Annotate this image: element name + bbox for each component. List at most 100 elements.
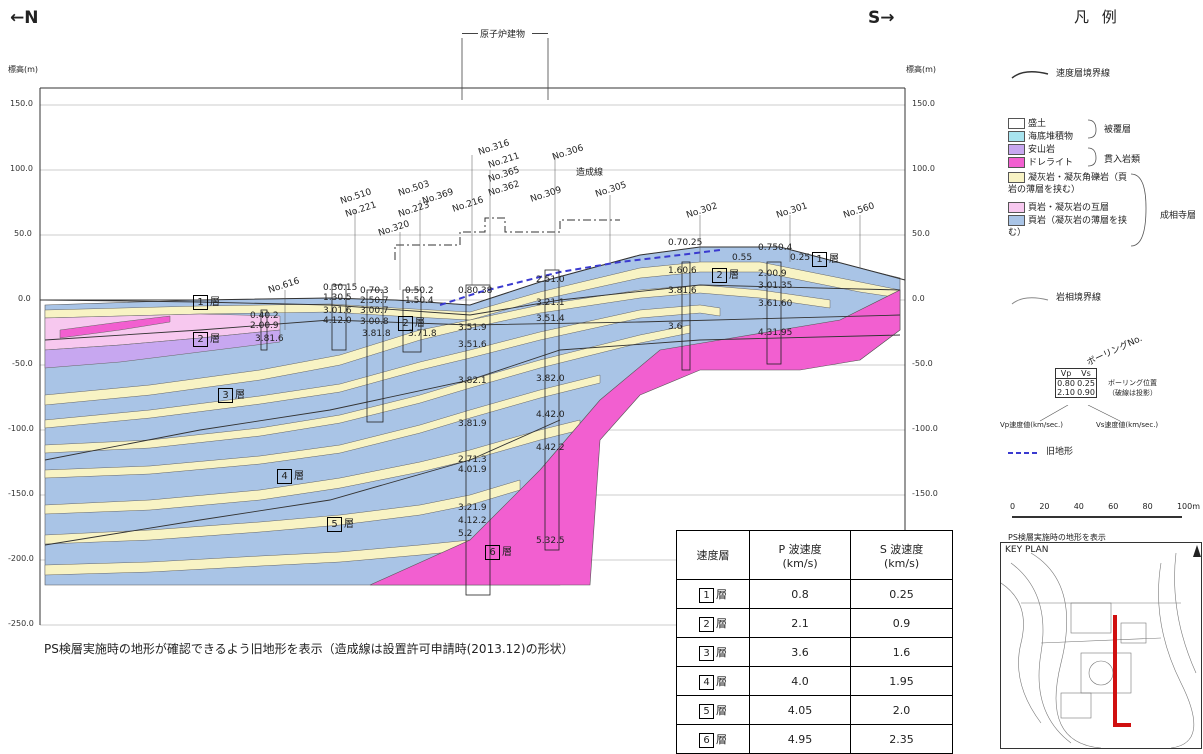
boundary-line-icon — [1011, 71, 1049, 79]
vel-readout: 4.42.0 — [536, 410, 565, 420]
vel-readout: 1.30.5 — [323, 293, 352, 303]
legend-item: 頁岩・凝灰岩の互層 — [1008, 202, 1198, 215]
tick-left-50: 50.0 — [14, 229, 32, 238]
tick-right-m150: -150.0 — [912, 489, 938, 498]
vel-readout: 0.30.15 — [323, 283, 358, 293]
vel-readout: 0.55 — [732, 253, 753, 263]
south-label: S→ — [868, 8, 895, 28]
vel-readout: 3.81.6 — [668, 286, 697, 296]
vel-readout: 3.51.4 — [536, 314, 565, 324]
vel-readout: 0.40.2 — [250, 311, 279, 321]
legend-item: 頁岩（凝灰岩の薄層を挟む） — [1008, 215, 1128, 238]
vel-readout: 0.70.25 — [668, 238, 703, 248]
vel-readout: 3.61.60 — [758, 299, 793, 309]
vel-readout: 2.50.7 — [360, 296, 389, 306]
legend-lithology: 盛土 海底堆積物 安山岩 ドレライト 凝灰岩・凝灰角礫岩（頁岩の薄層を挟む） 頁… — [1008, 118, 1198, 239]
table-cell-vs: 2.35 — [850, 724, 953, 754]
tick-right-150: 150.0 — [912, 99, 935, 108]
tick-right-0: 0.0 — [912, 294, 925, 303]
reactor-label: 原子炉建物 — [480, 30, 526, 40]
vel-readout: 4.12.2 — [458, 516, 487, 526]
vel-readout: 4.12.0 — [323, 316, 352, 326]
vel-readout: 3.51.9 — [458, 323, 487, 333]
table-cell-vs: 2.0 — [850, 695, 953, 725]
table-cell-vp: 3.6 — [748, 637, 852, 667]
vel-readout: 3.00.7 — [360, 306, 389, 316]
vel-readout: 1.50.4 — [405, 296, 434, 306]
keyplan-label: KEY PLAN — [1005, 545, 1049, 555]
right-axis-title: 標高(m) — [906, 65, 937, 74]
table-cell-vp: 0.8 — [748, 579, 852, 609]
legend-brackets — [1087, 119, 1147, 247]
north-label: ←N — [10, 8, 39, 28]
vel-readout: 0.25 — [790, 253, 811, 263]
vel-readout: 2.00.9 — [250, 321, 279, 331]
vel-readout: 3.21.9 — [458, 503, 487, 513]
vel-readout: 0.50.2 — [405, 286, 434, 296]
vel-readout: 0.70.3 — [360, 286, 389, 296]
tick-left-m50: -50.0 — [12, 359, 33, 368]
boring-sample-leaders — [1039, 405, 1121, 422]
tick-left-m250: -250.0 — [8, 619, 34, 628]
boring-position-label: ボーリング位置（破線は投影） — [1108, 379, 1157, 397]
swatch-alternation — [1008, 202, 1025, 213]
vel-readout: 3.21.1 — [536, 298, 565, 308]
vel-readout: 5.32.5 — [536, 536, 565, 546]
table-cell-vp: 2.1 — [748, 608, 852, 638]
facies-line-icon — [1011, 297, 1049, 305]
group-cover: 被覆層 — [1104, 125, 1132, 135]
vel-readout: 3.51.6 — [458, 340, 487, 350]
vel-readout: 3.00.8 — [360, 317, 389, 327]
vel-readout: 3.01.35 — [758, 281, 793, 291]
group-intrusive: 貫入岩類 — [1104, 155, 1141, 165]
legend-item: 安山岩 — [1008, 144, 1198, 157]
tick-left-0: 0.0 — [18, 294, 31, 303]
swatch-fill — [1008, 118, 1025, 129]
tick-right-m100: -100.0 — [912, 424, 938, 433]
tick-left-100: 100.0 — [10, 164, 33, 173]
tick-right-50: 50.0 — [912, 229, 930, 238]
group-jojoji: 成相寺層 — [1160, 211, 1197, 221]
vel-readout: 3.81.6 — [255, 334, 284, 344]
table-cell-vp: 4.05 — [748, 695, 852, 725]
table-cell-vs: 0.25 — [850, 579, 953, 609]
vel-readout: 3.82.0 — [536, 374, 565, 384]
vs-value-label: Vs速度値(km/sec.) — [1096, 421, 1159, 429]
legend-item: ドレライト — [1008, 157, 1198, 170]
vel-readout: 3.71.8 — [408, 329, 437, 339]
vel-readout: 2.71.3 — [458, 455, 487, 465]
keyplan-map: KEY PLAN — [1000, 542, 1202, 749]
legend-item: 盛土 — [1008, 118, 1198, 131]
old-terrain-icon — [1008, 452, 1040, 454]
table-header-row: 速度層 P 波速度 (km/s) S 波速度 (km/s) — [676, 530, 953, 580]
vel-readout: 2.00.9 — [758, 269, 787, 279]
swatch-shale — [1008, 215, 1025, 226]
table-cell-vs: 1.95 — [850, 666, 953, 696]
geologic-cross-section — [39, 38, 906, 626]
vel-readout: 4.42.2 — [536, 443, 565, 453]
vel-readout: 3.81.8 — [362, 329, 391, 339]
keyplan-note: PS検層実施時の地形を表示 — [1008, 533, 1106, 542]
swatch-andesite — [1008, 144, 1025, 155]
keyplan-drawing — [1001, 545, 1201, 748]
